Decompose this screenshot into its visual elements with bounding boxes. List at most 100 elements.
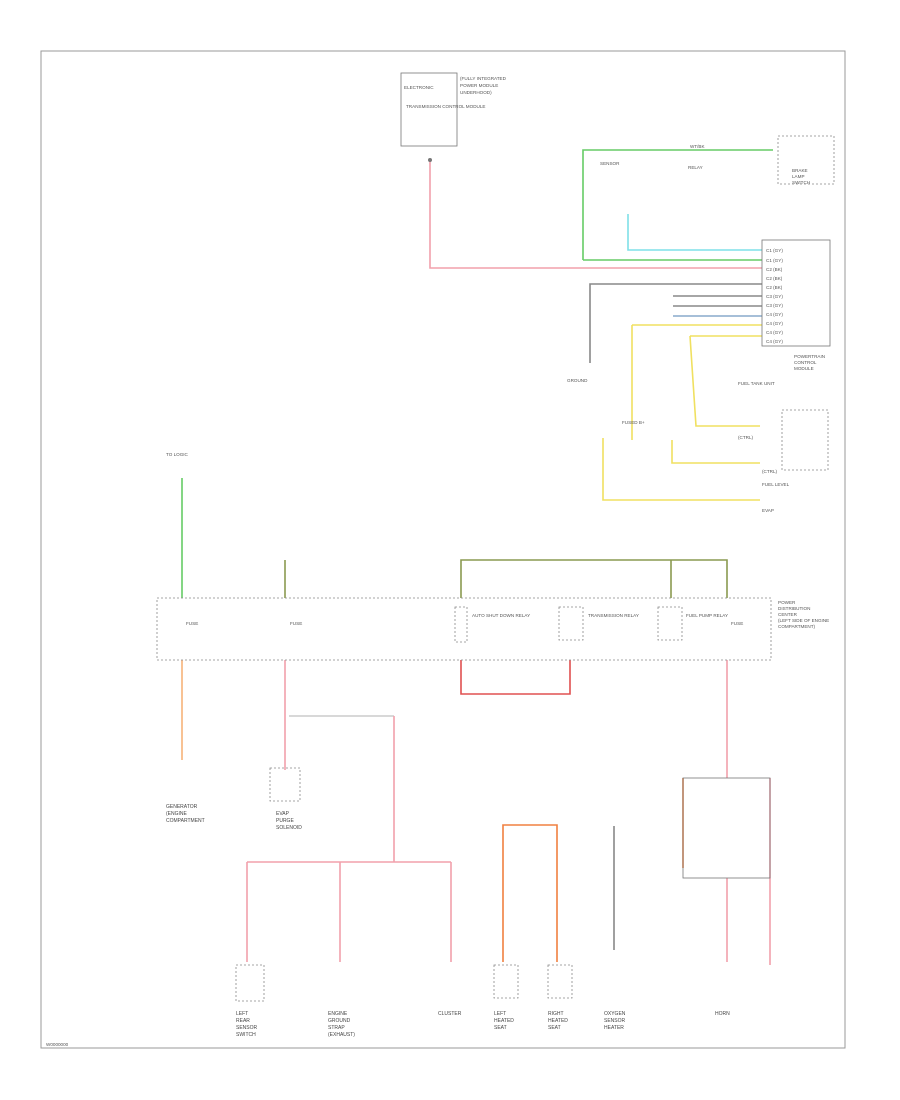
pcm-pin-11: C4 (GY) — [766, 339, 783, 344]
pcm-pin-2: C1 (GY) — [766, 258, 783, 263]
brake-switch-wire: WT/BK — [690, 144, 705, 149]
horn-label: HORN — [715, 1011, 730, 1017]
wire-yellow-3 — [689, 335, 760, 427]
brake-switch-box — [777, 135, 835, 185]
transmission-relay-box — [558, 606, 584, 641]
pcm-label-1: POWERTRAIN — [794, 354, 825, 359]
pdc-fuse-left: FUSE — [186, 621, 198, 626]
misc-ctrl-b: (CTRL) — [762, 469, 778, 474]
pcm-pin-1: C1 (GY) — [766, 248, 783, 253]
right-seat-label-3: SEAT — [548, 1025, 561, 1031]
top-module-side-2: POWER MODULE — [460, 83, 498, 88]
asd-relay-label: AUTO SHUT DOWN RELAY — [472, 613, 530, 618]
pcm-pin-9: C4 (GY) — [766, 321, 783, 326]
wire-red-link — [460, 660, 571, 695]
wire-dark-1 — [589, 283, 762, 363]
pdc-label-3: CENTER — [778, 612, 798, 617]
pdc-fuse-right: FUSE — [731, 621, 743, 626]
fuel-tank-box — [781, 409, 829, 471]
top-module-side-1: (FULLY INTEGRATED — [460, 76, 507, 81]
engine-ground-label-4: (EXHAUST) — [328, 1032, 355, 1038]
brake-switch: BRAKE LAMP SWITCH WT/BK — [690, 135, 835, 185]
pdc-box — [156, 597, 772, 661]
top-module-side-3: UNDERHOOD) — [460, 90, 492, 95]
left-rear-label-1: LEFT — [236, 1011, 248, 1017]
misc-ctrl-a: (CTRL) — [738, 435, 754, 440]
generator-label-2: (ENGINE — [166, 811, 188, 817]
transmission-relay-label: TRANSMISSION RELAY — [588, 613, 639, 618]
right-seat-label-1: RIGHT — [548, 1011, 564, 1017]
pcm-pin-4: C2 (BK) — [766, 276, 783, 281]
misc-fused-label: FUSED B+ — [622, 420, 645, 425]
wire-pink-top — [429, 160, 762, 269]
top-module-pin — [428, 158, 432, 162]
left-seat-label-3: SEAT — [494, 1025, 507, 1031]
wire-yellow-6 — [602, 438, 760, 501]
misc-labels: RELAY SENSOR GROUND FUSED B+ FUEL TANK U… — [166, 161, 829, 513]
pdc-label-2: DISTRIBUTION — [778, 606, 810, 611]
pdc-label-5: COMPARTMENT) — [778, 624, 816, 629]
misc-sensor-label: SENSOR — [600, 161, 620, 166]
engine-ground-label-1: ENGINE — [328, 1011, 348, 1017]
misc-ground-label: GROUND — [567, 378, 588, 383]
left-seat-label-2: HEATED — [494, 1018, 514, 1024]
wire-yellow-5 — [671, 440, 760, 464]
wire-green-top — [582, 149, 773, 260]
generator-label-3: COMPARTMENT — [166, 818, 205, 824]
power-distribution-center: POWER DISTRIBUTION CENTER (LEFT SIDE OF … — [156, 597, 829, 661]
left-rear-label-2: REAR — [236, 1018, 250, 1024]
misc-relay-label: RELAY — [688, 165, 703, 170]
pcm-label-3: MODULE — [794, 366, 814, 371]
pcm-pin-3: C2 (BK) — [766, 267, 783, 272]
generator-label-1: GENERATOR — [166, 804, 198, 810]
pcm-pin-6: C3 (GY) — [766, 294, 783, 299]
misc-fuel-tank-label: FUEL TANK UNIT — [738, 381, 775, 386]
wire-cyan — [627, 214, 762, 251]
right-seat-box — [547, 964, 573, 999]
pcm-pin-7: C3 (GY) — [766, 303, 783, 308]
diagram-id: W0000000 — [46, 1042, 69, 1047]
evap-box — [269, 767, 301, 802]
horn-box — [682, 777, 771, 879]
brake-switch-label-1: BRAKE — [792, 168, 808, 173]
left-rear-label-3: SENSOR — [236, 1025, 258, 1031]
pdc-fuse-main: FUSE — [290, 621, 302, 626]
pcm-label-2: CONTROL — [794, 360, 817, 365]
engine-ground-label-2: GROUND — [328, 1018, 351, 1024]
asd-relay-box — [454, 606, 468, 643]
fuel-pump-relay-box — [657, 606, 683, 641]
oxygen-label-2: SENSOR — [604, 1018, 626, 1024]
wire-olive — [460, 559, 728, 598]
evap-label-3: SOLENOID — [276, 825, 302, 831]
evap-label-1: EVAP — [276, 811, 290, 817]
left-seat-box — [493, 964, 519, 999]
pdc-label-1: POWER — [778, 600, 796, 605]
evap-label-2: PURGE — [276, 818, 294, 824]
misc-fuel-level: FUEL LEVEL — [762, 482, 790, 487]
pdc-label-4: (LEFT SIDE OF ENGINE — [778, 618, 829, 623]
fuel-pump-relay-label: FUEL PUMP RELAY — [686, 613, 728, 618]
misc-evap-label: EVAP — [762, 508, 774, 513]
top-module-box — [400, 72, 458, 147]
wires — [181, 149, 773, 965]
pcm: C1 (GY) C1 (GY) C2 (BK) C2 (BK) C2 (BK) … — [761, 239, 831, 371]
page-frame — [40, 50, 846, 1049]
brake-switch-label-2: LAMP — [792, 174, 805, 179]
right-seat-label-2: HEATED — [548, 1018, 568, 1024]
pcm-pin-10: C4 (GY) — [766, 330, 783, 335]
bottom-components: GENERATOR (ENGINE COMPARTMENT EVAP PURGE… — [166, 767, 771, 1038]
left-seat-label-1: LEFT — [494, 1011, 506, 1017]
wire-orange-seat — [502, 824, 558, 962]
left-lower-module-box — [235, 964, 265, 1002]
brake-switch-label-3: SWITCH — [792, 180, 810, 185]
top-module-name: ELECTRONIC — [404, 85, 434, 90]
oxygen-label-1: OXYGEN — [604, 1011, 626, 1017]
engine-ground-label-3: STRAP — [328, 1025, 345, 1031]
pcm-connector — [761, 239, 831, 347]
cluster-label: CLUSTER — [438, 1011, 462, 1017]
top-module-sub: TRANSMISSION CONTROL MODULE — [406, 104, 485, 109]
misc-tail-label: TO LOGIC — [166, 452, 189, 457]
oxygen-label-3: HEATER — [604, 1025, 624, 1031]
pcm-pin-5: C2 (BK) — [766, 285, 783, 290]
top-module: ELECTRONIC TRANSMISSION CONTROL MODULE (… — [400, 72, 507, 162]
